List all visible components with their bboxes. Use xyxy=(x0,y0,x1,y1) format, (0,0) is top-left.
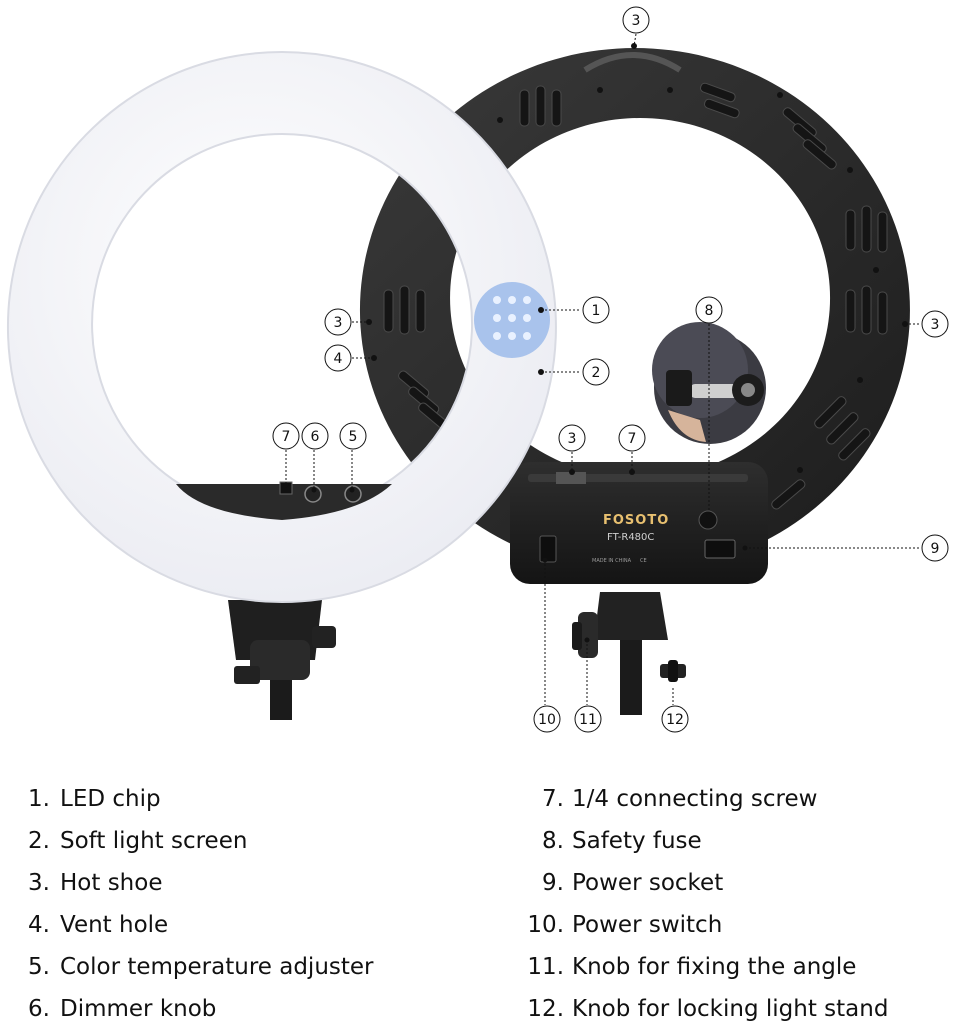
legend-item: 2. Soft light screen xyxy=(28,820,374,862)
callout-3-box: 3 xyxy=(558,424,586,452)
legend-item: 12. Knob for locking light stand xyxy=(520,988,888,1030)
legend-text: Power switch xyxy=(572,912,723,938)
svg-text:7: 7 xyxy=(282,429,291,445)
legend-text: 1/4 connecting screw xyxy=(572,786,818,812)
svg-text:3: 3 xyxy=(632,13,641,29)
callout-3-right: 3 xyxy=(921,310,949,338)
brand-label: FOSOTO xyxy=(603,513,669,528)
svg-text:7: 7 xyxy=(628,431,637,447)
legend-text: Knob for fixing the angle xyxy=(572,954,857,980)
callout-6: 6 xyxy=(301,422,329,450)
callout-12: 12 xyxy=(661,705,689,733)
legend-item: 8. Safety fuse xyxy=(520,820,888,862)
callout-lines xyxy=(285,33,920,705)
svg-text:3: 3 xyxy=(931,317,940,333)
hot-shoe-base xyxy=(556,472,586,484)
legend-item: 11. Knob for fixing the angle xyxy=(520,946,888,988)
legend-text: Safety fuse xyxy=(572,828,702,854)
callout-4: 4 xyxy=(324,344,352,372)
legend-item: 9. Power socket xyxy=(520,862,888,904)
legend-item: 1. LED chip xyxy=(28,778,374,820)
hot-shoe-top xyxy=(583,52,682,73)
legend-num: 6. xyxy=(28,996,50,1022)
callout-7-box: 7 xyxy=(618,424,646,452)
callout-3-left: 3 xyxy=(324,308,352,336)
front-base-panel xyxy=(176,484,392,520)
svg-text:2: 2 xyxy=(592,365,601,381)
svg-text:5: 5 xyxy=(349,429,358,445)
model-label: FT-R480C xyxy=(607,532,654,543)
svg-text:11: 11 xyxy=(579,712,597,728)
ring-front-view xyxy=(7,51,557,720)
legend-text: Power socket xyxy=(572,870,724,896)
angle-knob xyxy=(572,612,598,658)
made-in-label: MADE IN CHINA xyxy=(592,558,632,564)
callout-11: 11 xyxy=(574,705,602,733)
legend-num: 2. xyxy=(28,828,50,854)
back-stand-head xyxy=(594,592,668,640)
legend-item: 7. 1/4 connecting screw xyxy=(520,778,888,820)
callout-1: 1 xyxy=(582,296,610,324)
front-lock-knob xyxy=(234,666,260,684)
legend-num: 9. xyxy=(542,870,564,896)
legend-num: 11. xyxy=(527,954,564,980)
legend-num: 3. xyxy=(28,870,50,896)
svg-text:10: 10 xyxy=(538,712,556,728)
color-temp-knob xyxy=(344,485,362,503)
legend-item: 6. Dimmer knob xyxy=(28,988,374,1030)
callout-8: 8 xyxy=(695,296,723,324)
legend-num: 1. xyxy=(28,786,50,812)
fuse-cap xyxy=(698,510,718,530)
legend-num: 7. xyxy=(542,786,564,812)
control-box: FOSOTO FT-R480C MADE IN CHINA CE xyxy=(510,462,768,584)
callout-markers: 3 1 2 3 4 3 7 6 5 8 3 7 9 10 11 12 xyxy=(272,6,949,733)
legend-right: 7. 1/4 connecting screw 8. Safety fuse 9. P… xyxy=(520,778,888,1030)
legend-text: Hot shoe xyxy=(60,870,163,896)
stand-lock-knob xyxy=(660,660,686,682)
legend-num: 4. xyxy=(28,912,50,938)
legend-num: 8. xyxy=(542,828,564,854)
svg-text:1: 1 xyxy=(592,303,601,319)
callout-2: 2 xyxy=(582,358,610,386)
svg-text:4: 4 xyxy=(334,351,343,367)
led-chip-patch xyxy=(474,282,550,358)
vent-slots xyxy=(383,82,888,510)
legend-text: Vent hole xyxy=(60,912,169,938)
legend-item: 4. Vent hole xyxy=(28,904,374,946)
callout-5: 5 xyxy=(339,422,367,450)
svg-text:12: 12 xyxy=(666,712,684,728)
callout-9: 9 xyxy=(921,534,949,562)
power-socket xyxy=(704,539,736,559)
legend-num: 5. xyxy=(28,954,50,980)
callout-dots xyxy=(283,43,908,643)
fuse-inset xyxy=(652,322,766,444)
legend-left: 1. LED chip 2. Soft light screen 3. Hot sho… xyxy=(28,778,374,1030)
callout-10: 10 xyxy=(533,705,561,733)
legend-item: 10. Power switch xyxy=(520,904,888,946)
svg-text:3: 3 xyxy=(334,315,343,331)
legend-text: LED chip xyxy=(60,786,161,812)
svg-text:8: 8 xyxy=(705,303,714,319)
legend-text: Knob for locking light stand xyxy=(572,996,889,1022)
legend-text: Soft light screen xyxy=(60,828,248,854)
svg-text:9: 9 xyxy=(931,541,940,557)
legend-item: 5. Color temperature adjuster xyxy=(28,946,374,988)
svg-text:3: 3 xyxy=(568,431,577,447)
dimmer-knob xyxy=(304,485,322,503)
legend-num: 12. xyxy=(527,996,564,1022)
ce-mark: CE xyxy=(640,558,647,564)
callout-3-top: 3 xyxy=(622,6,650,34)
callout-7-front: 7 xyxy=(272,422,300,450)
legend-text: Color temperature adjuster xyxy=(60,954,374,980)
front-angle-knob xyxy=(312,626,336,648)
screw-holes xyxy=(497,87,879,473)
legend-text: Dimmer knob xyxy=(60,996,217,1022)
legend-num: 10. xyxy=(527,912,564,938)
ring-light-diagram: FOSOTO FT-R480C MADE IN CHINA CE xyxy=(7,6,949,733)
power-switch xyxy=(539,535,557,563)
legend-item: 3. Hot shoe xyxy=(28,862,374,904)
svg-text:6: 6 xyxy=(311,429,320,445)
